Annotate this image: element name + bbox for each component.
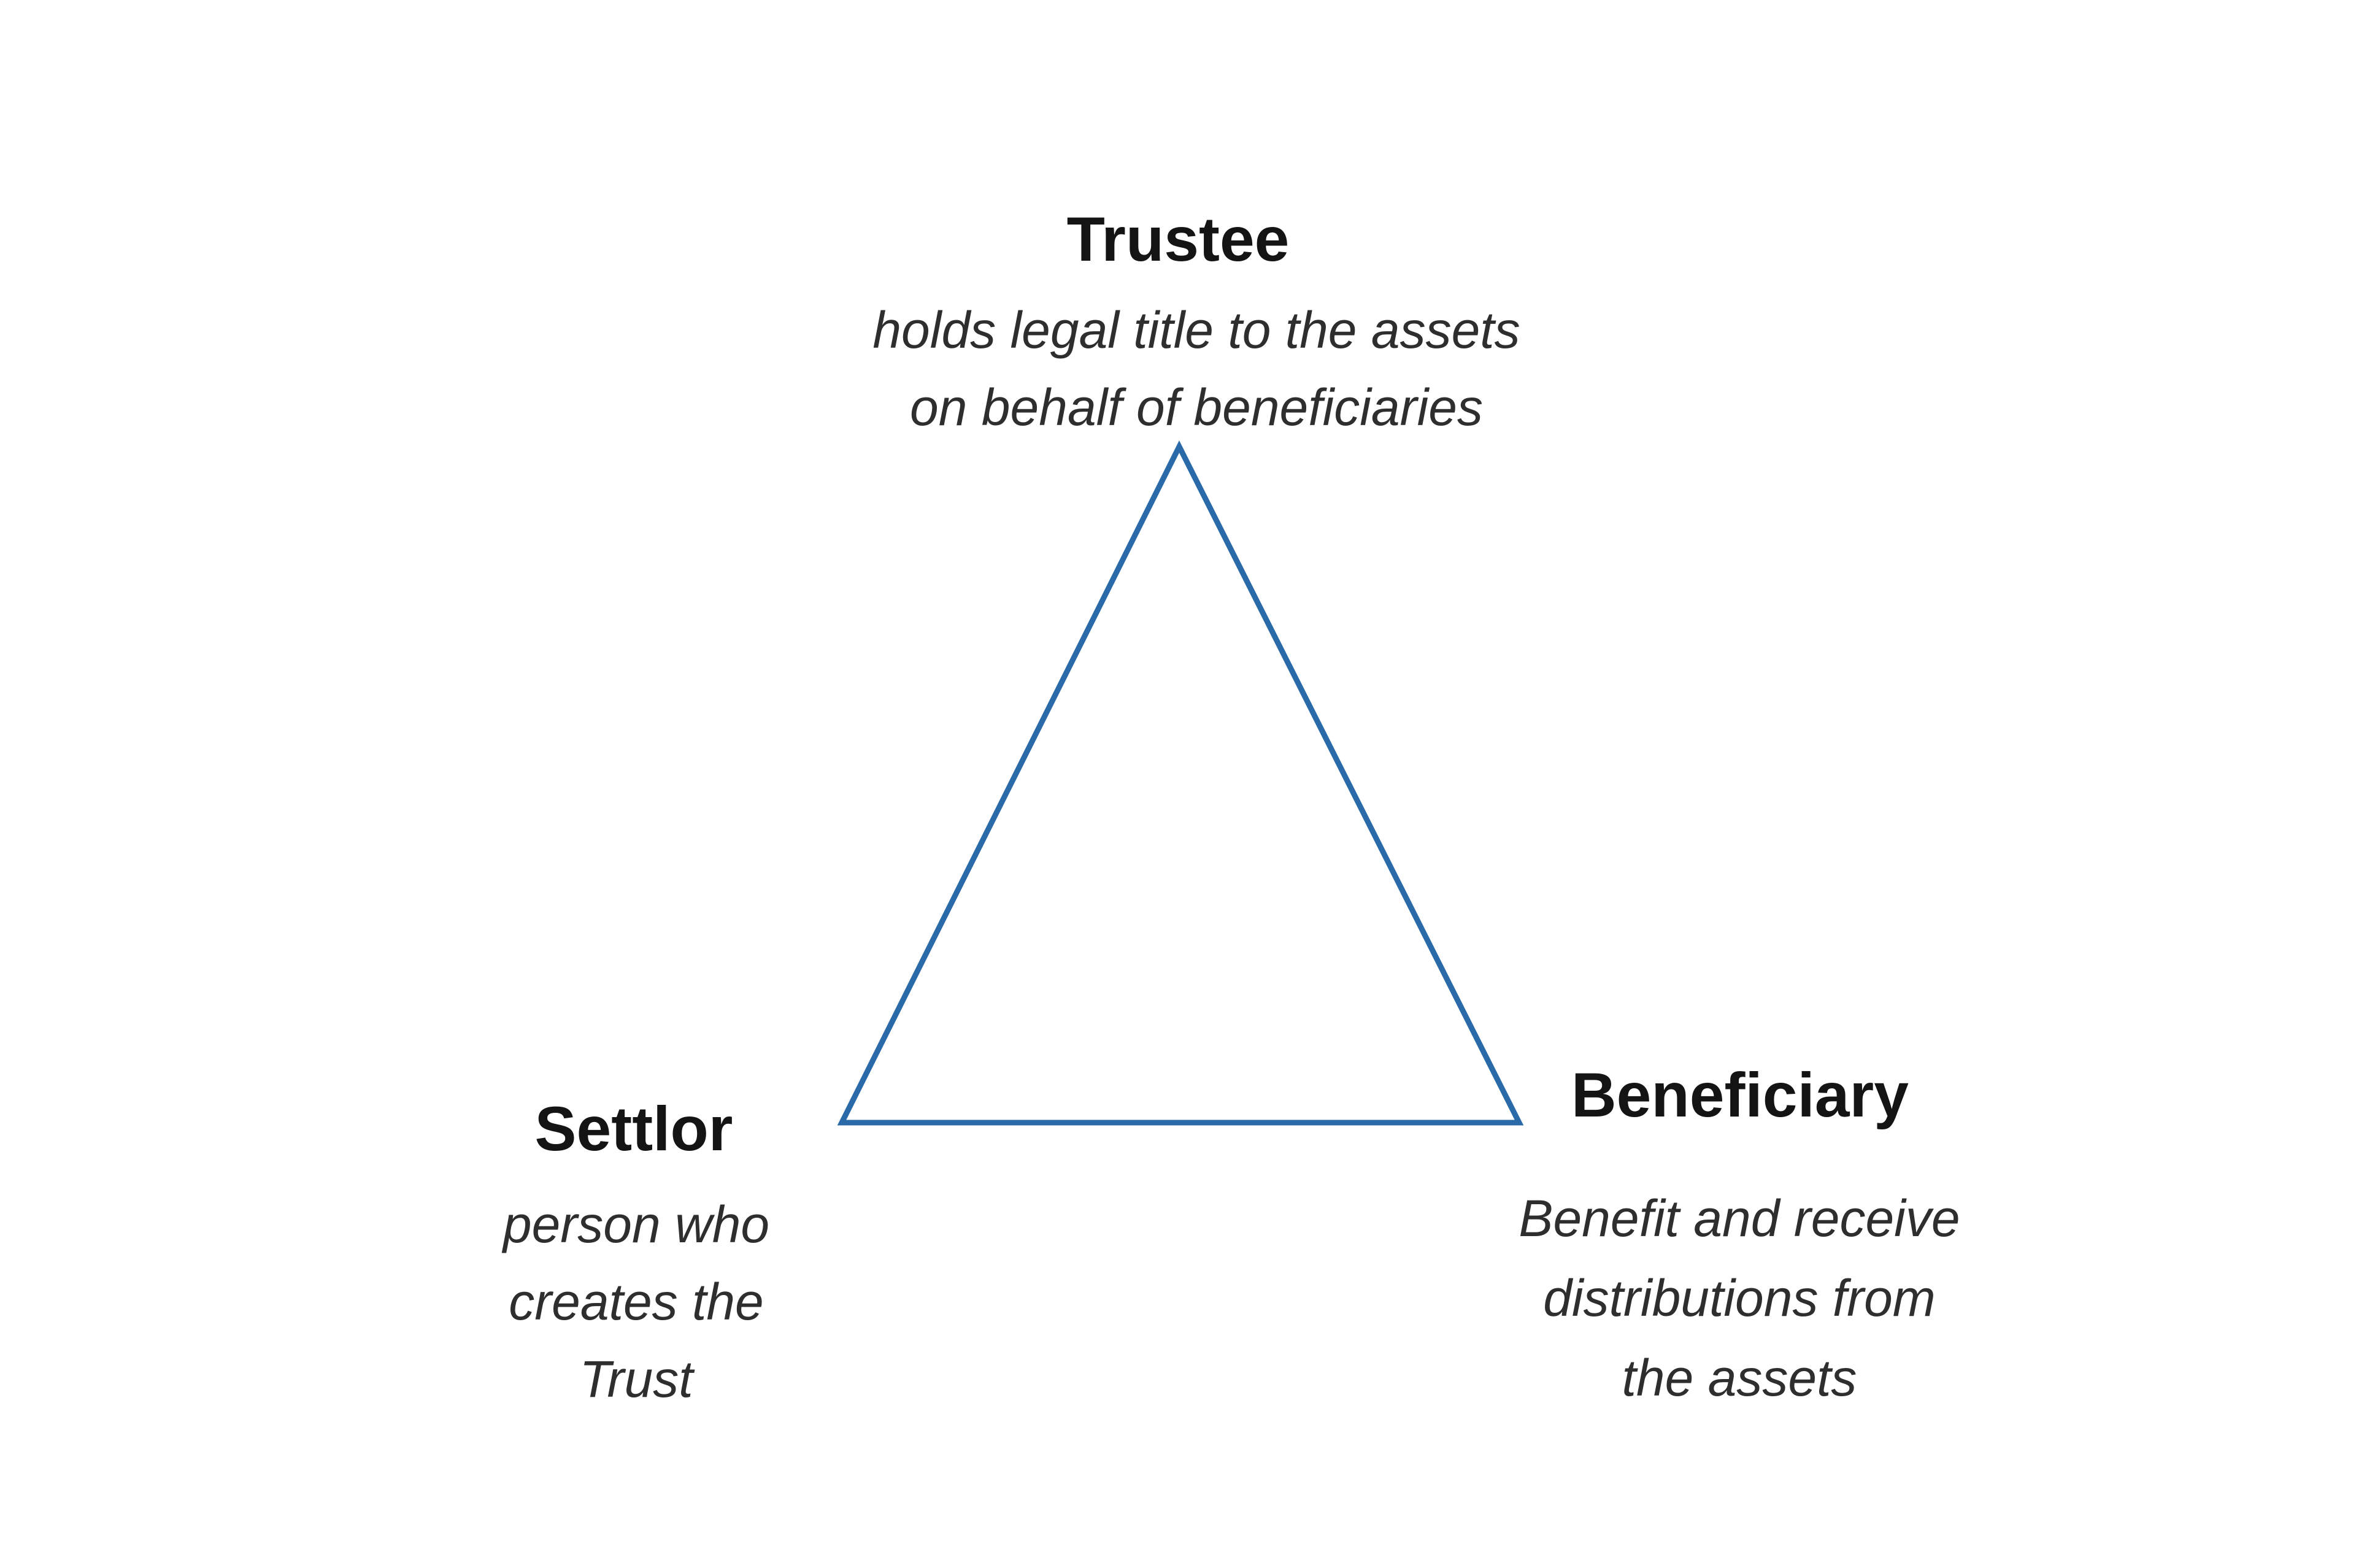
beneficiary-node-title: Beneficiary: [1571, 1060, 1909, 1130]
settlor-description-line-3: Trust: [579, 1350, 693, 1408]
settlor-description-line-2: creates the: [509, 1273, 764, 1331]
trustee-description-line-1: holds legal title to the assets: [872, 301, 1520, 359]
trustee-node-title: Trustee: [1066, 204, 1290, 274]
beneficiary-node-description: Benefit and receive distributions from t…: [1463, 1178, 2015, 1418]
settlor-node-description: person who creates the Trust: [422, 1186, 851, 1418]
beneficiary-description-line-1: Benefit and receive: [1519, 1189, 1960, 1247]
triangle-outline: [837, 440, 1524, 1126]
settlor-description-line-1: person who: [502, 1196, 770, 1253]
beneficiary-description-line-3: the assets: [1622, 1349, 1857, 1407]
settlor-node-title: Settlor: [534, 1094, 733, 1164]
beneficiary-description-line-2: distributions from: [1543, 1269, 1936, 1327]
trustee-description-line-2: on behalf of beneficiaries: [910, 379, 1483, 436]
trustee-node-description: holds legal title to the assets on behal…: [767, 291, 1626, 446]
